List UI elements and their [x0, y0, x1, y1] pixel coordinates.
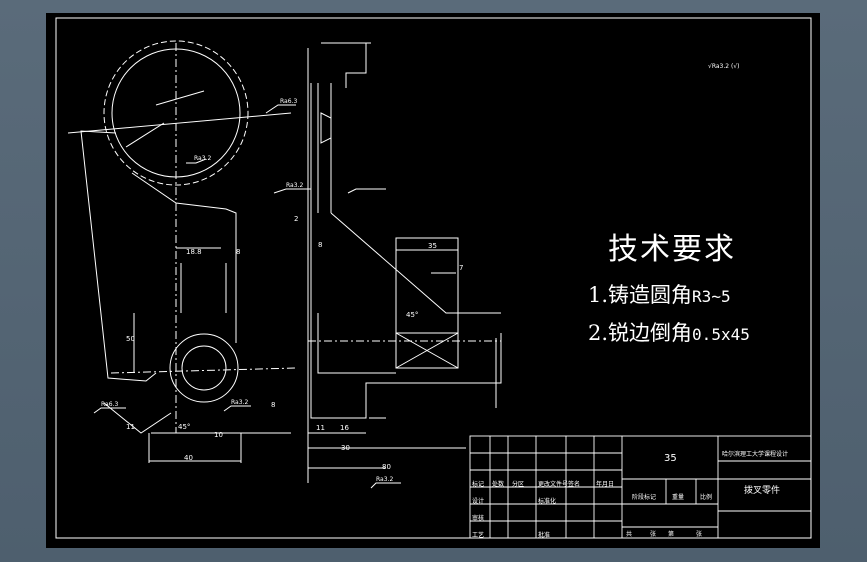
tb-revision-mark: 标记	[472, 481, 485, 488]
tb-revision-date: 年月日	[596, 481, 615, 488]
dim-7: 7	[459, 264, 464, 272]
title-block	[469, 435, 812, 539]
tb-scale: 比例	[700, 494, 713, 501]
dim-40: 40	[184, 454, 193, 462]
roughness-label-3: Ra3.2	[286, 182, 304, 189]
dim-35: 35	[428, 242, 437, 250]
tech-req-title: 技术要求	[608, 232, 736, 267]
dim-8b: 8	[236, 248, 241, 256]
dim-45b: 45°	[178, 423, 191, 431]
cad-drawing-viewport[interactable]: 技术要求 1.铸造圆角R3~5 2.锐边倒角0.5x45 √Ra3.2 (√) …	[46, 13, 820, 548]
dim-11b: 11	[316, 424, 325, 432]
tb-approve: 批准	[538, 532, 551, 539]
dim-30: 30	[341, 444, 350, 452]
tech-req-item-1-text: 1.铸造圆角	[588, 283, 693, 307]
tb-standardization: 标准化	[538, 498, 557, 505]
tech-req-item-2-text: 2.锐边倒角	[588, 321, 693, 345]
roughness-label-2: Ra3.2	[194, 155, 212, 162]
tb-sheet-no: 第	[668, 531, 675, 538]
tech-req-item-1: 1.铸造圆角R3~5	[588, 279, 731, 309]
dim-8c: 8	[271, 401, 276, 409]
tb-weight: 重量	[672, 494, 685, 501]
tb-revision-sign: 签名	[568, 481, 581, 488]
tb-sheet-total: 共	[626, 531, 633, 538]
dim-16: 16	[340, 424, 349, 432]
roughness-label-1: Ra6.3	[280, 98, 298, 105]
tb-revision-zone: 分区	[512, 481, 525, 488]
tb-check: 审核	[472, 515, 485, 522]
roughness-label-4: Ra6.3	[101, 401, 119, 408]
roughness-label-6: Ra3.2	[376, 476, 394, 483]
tb-process: 工艺	[472, 532, 485, 539]
tb-material: 35	[664, 453, 677, 464]
dim-8: 8	[318, 241, 323, 249]
drawing-border	[55, 17, 812, 539]
tb-revision-count: 处数	[492, 481, 505, 488]
dim-80: 80	[382, 463, 391, 471]
dim-45deg: 45°	[406, 311, 419, 319]
tech-req-item-2-value: 0.5x45	[692, 325, 750, 344]
dim-11: 11	[126, 423, 135, 431]
dim-10: 10	[214, 431, 223, 439]
dim-18-8: 18.8	[186, 248, 202, 256]
tb-university: 哈尔滨理工大学课程设计	[722, 451, 789, 458]
surface-roughness-note: √Ra3.2 (√)	[708, 63, 740, 70]
tb-design: 设计	[472, 498, 485, 505]
tech-req-item-1-value: R3~5	[692, 287, 731, 306]
tb-sheet-unit-2: 张	[696, 531, 703, 538]
tb-stage-mark: 阶段标记	[632, 494, 657, 501]
tb-part-name: 拨叉零件	[744, 486, 781, 496]
tb-revision-change: 更改文件号	[538, 481, 569, 488]
tb-sheet-unit: 张	[650, 531, 657, 538]
hub-circle	[169, 333, 239, 403]
roughness-label-5: Ra3.2	[231, 399, 249, 406]
tech-req-item-2: 2.锐边倒角0.5x45	[588, 317, 750, 347]
dim-50: 50	[126, 335, 135, 343]
dim-2: 2	[294, 215, 299, 223]
part-drawing	[55, 17, 812, 539]
